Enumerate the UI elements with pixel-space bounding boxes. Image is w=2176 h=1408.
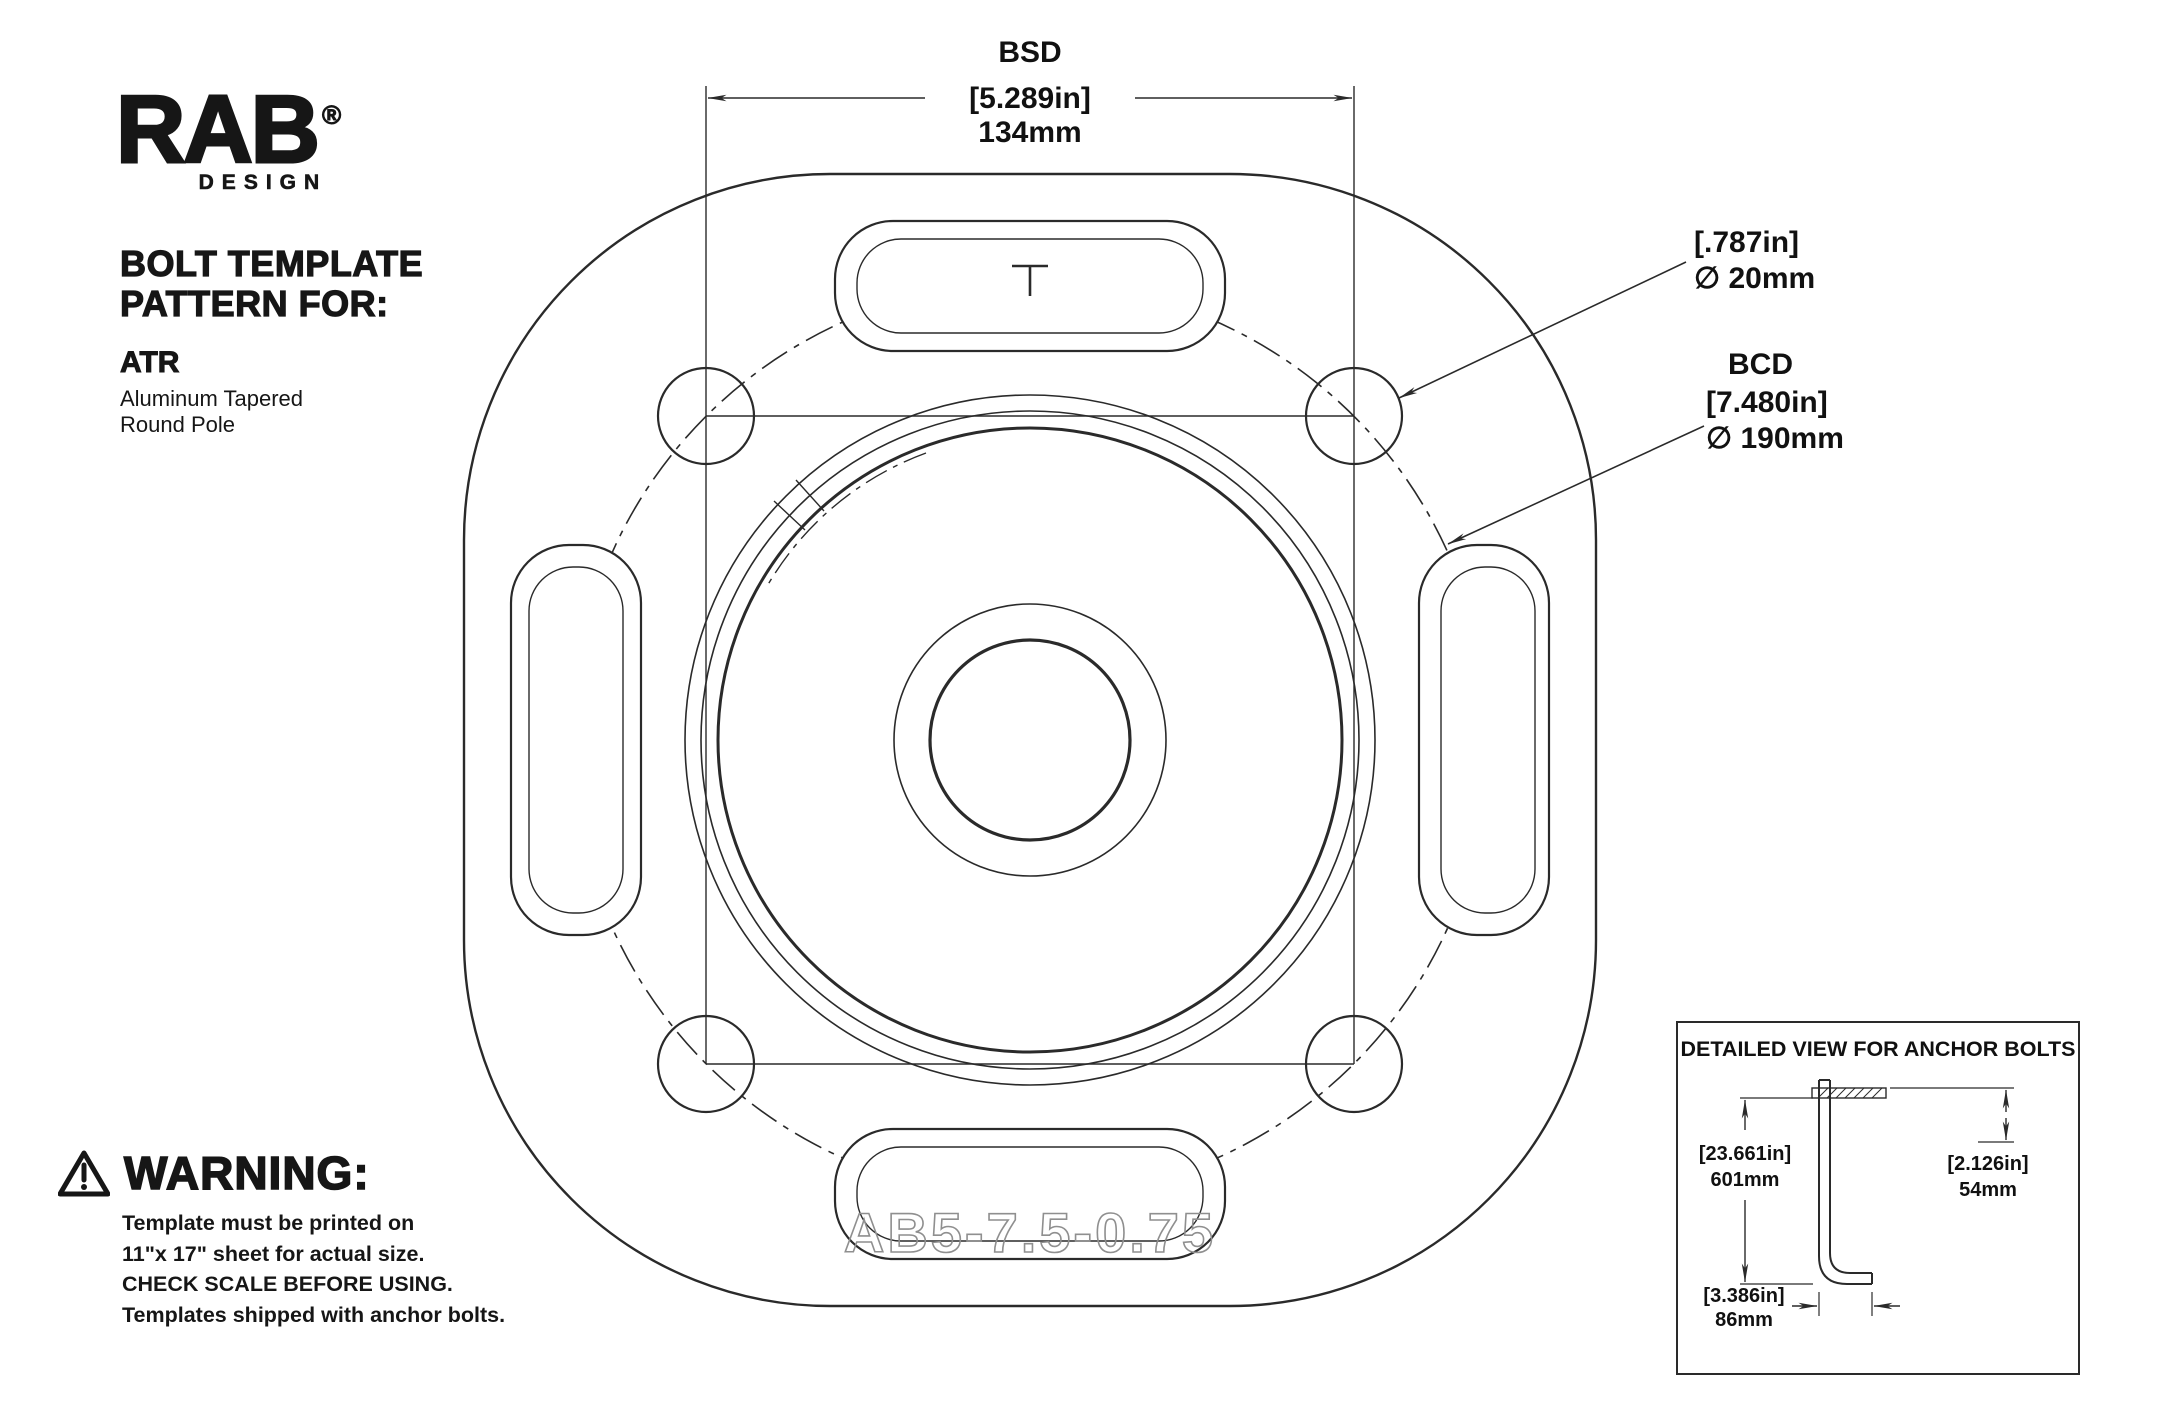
page-title: BOLT TEMPLATE PATTERN FOR: (119, 243, 424, 325)
bolt-hole-bottom-left (656, 1014, 756, 1114)
title-line-1: BOLT TEMPLATE (119, 243, 424, 285)
top-projection-inches: [2.126in] (1947, 1153, 2028, 1175)
product-block: ATR Aluminum Tapered Round Pole (119, 346, 304, 439)
base-flange-outline (462, 172, 1598, 1308)
registered-mark-icon: ® (321, 100, 341, 130)
pole-outer-circle (716, 426, 1344, 1054)
warning-block: WARNING: Template must be printed on 11"… (58, 1146, 505, 1330)
bcd-label: BCD (1728, 348, 1793, 381)
logo-subtitle: DESIGN (198, 171, 328, 195)
slot-left (509, 543, 643, 937)
bcd-inches: [7.480in] (1706, 386, 1828, 419)
anchor-length-inches: [23.661in] (1699, 1143, 1791, 1165)
centerlines (571, 281, 1489, 1199)
hub-circle (893, 603, 1167, 877)
slot-bottom (833, 1127, 1227, 1261)
detail-view-title: DETAILED VIEW FOR ANCHOR BOLTS (1681, 1037, 2076, 1061)
top-projection-dimension: [2.126in] 54mm (1890, 1087, 2029, 1201)
hole-dia-inches: [.787in] (1694, 226, 1799, 259)
slots (509, 219, 1551, 1261)
product-name-line-1: Aluminum Tapered (120, 386, 304, 411)
seam-centerline-arc (765, 452, 927, 589)
bsd-inches: [5.289in] (969, 82, 1091, 115)
bolt-square-lines (705, 86, 1355, 1065)
slot-right (1417, 543, 1551, 937)
hook-length-dimension: [3.386in] 86mm (1703, 1285, 1900, 1331)
detail-view-frame (1676, 1021, 2080, 1375)
bsd-label: BSD (998, 36, 1061, 69)
top-projection-mm: 54mm (1959, 1179, 2017, 1201)
bolt-hole-bottom-right (1304, 1014, 1404, 1114)
hook-length-mm: 86mm (1715, 1309, 1773, 1331)
anchor-bolt-profile (1818, 1079, 1873, 1285)
bsd-dimension: BSD [5.289in] 134mm (707, 36, 1353, 149)
pole-circles (684, 394, 1376, 1086)
bsd-mm: 134mm (978, 116, 1081, 149)
bcd-callout: BCD [7.480in] ∅ 190mm (1447, 348, 1844, 545)
orientation-t-mark (1012, 264, 1048, 296)
warning-line-4: Templates shipped with anchor bolts. (122, 1302, 506, 1327)
hole-dia-mm: ∅ 20mm (1694, 262, 1815, 295)
flange-circle-outer (684, 394, 1376, 1086)
hook-length-inches: [3.386in] (1703, 1285, 1784, 1307)
warning-title: WARNING: (123, 1146, 370, 1200)
anchor-length-dimension: [23.661in] 601mm (1699, 1097, 1813, 1285)
bolt-hole-top-left (656, 366, 756, 466)
logo-brand: RAB (115, 76, 322, 183)
seam-tick-1 (795, 479, 825, 512)
product-name-line-2: Round Pole (120, 412, 235, 438)
bolt-circle-centerline (571, 281, 1489, 1199)
anchor-bolt-detail-view: DETAILED VIEW FOR ANCHOR BOLTS (1676, 1021, 2080, 1375)
flange-circle-mid (700, 410, 1360, 1070)
title-line-2: PATTERN FOR: (119, 283, 389, 325)
warning-line-1: Template must be printed on (122, 1211, 415, 1235)
warning-line-2: 11"x 17" sheet for actual size. (122, 1241, 425, 1266)
seam-tick-2 (773, 500, 806, 531)
warning-line-3: CHECK SCALE BEFORE USING. (122, 1272, 453, 1297)
warning-triangle-icon (58, 1150, 110, 1197)
warning-text: Template must be printed on 11"x 17" she… (122, 1208, 505, 1330)
anchor-length-mm: 601mm (1711, 1169, 1780, 1191)
center-hole-circle (928, 638, 1132, 842)
template-marking-text: AB5-7.5-0.75 (844, 1201, 1216, 1264)
bolt-hole-top-right (1304, 366, 1404, 466)
bcd-mm: ∅ 190mm (1706, 422, 1844, 455)
product-code: ATR (119, 346, 180, 380)
anchor-plate (1811, 1087, 1887, 1099)
bolt-holes (656, 366, 1404, 1114)
bolt-hole-diameter-callout: [.787in] ∅ 20mm (1398, 226, 1815, 399)
rab-logo: RAB® DESIGN (115, 80, 342, 195)
